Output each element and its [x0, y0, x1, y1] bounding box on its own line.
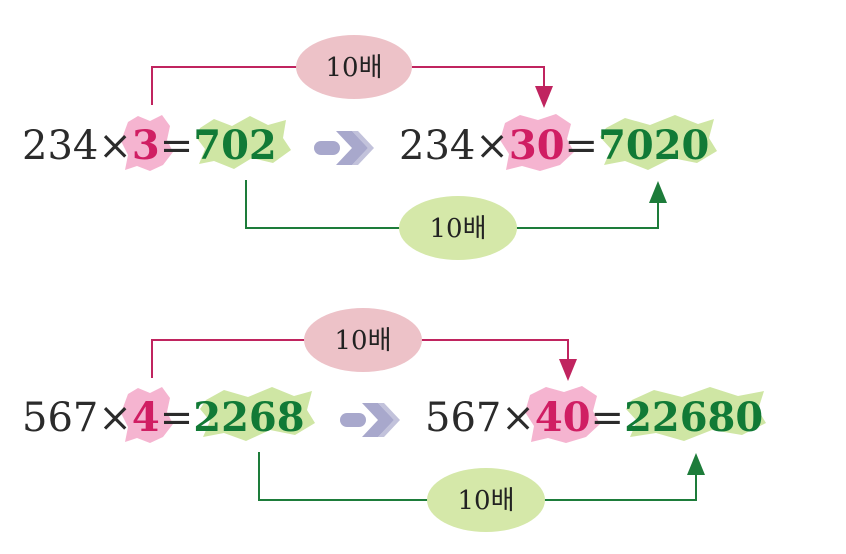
- equals-sign: =: [565, 123, 599, 169]
- implies-arrow-icon: [340, 403, 400, 437]
- multiplier-highlight-blob: [121, 387, 173, 443]
- bottom-label-pill: [427, 468, 545, 532]
- product-highlight-blob: [600, 115, 717, 170]
- top-label: 10배: [334, 326, 391, 356]
- top-arrowhead: [535, 86, 553, 108]
- product-highlight-blob: [626, 387, 766, 441]
- base-number: 234: [22, 123, 98, 169]
- times-sign: ×: [98, 395, 132, 441]
- times-sign: ×: [501, 395, 535, 441]
- base-number: 567: [22, 395, 98, 441]
- base-number: 234: [399, 123, 475, 169]
- multiplier-number: 4: [132, 394, 160, 441]
- equation-text: 234×3=702: [22, 122, 277, 169]
- equation-text: 567×40=22680: [425, 394, 763, 441]
- multiplier-number: 40: [535, 394, 591, 441]
- equation-text: 567×4=2268: [22, 394, 305, 441]
- left-equation: 234×3=702: [22, 115, 291, 171]
- bottom-arrowhead: [687, 453, 705, 475]
- multiplier-highlight-blob: [121, 115, 173, 171]
- product-number: 702: [193, 122, 277, 169]
- base-number: 567: [425, 395, 501, 441]
- equals-sign: =: [160, 395, 194, 441]
- bottom-arrowhead: [649, 181, 667, 203]
- implies-arrow-icon: [314, 131, 374, 165]
- multiplier-number: 30: [509, 122, 565, 169]
- equation-text: 234×30=7020: [399, 122, 709, 169]
- bottom-label: 10배: [457, 486, 514, 516]
- right-equation: 567×40=22680: [425, 386, 766, 443]
- multiplier-highlight-blob: [500, 114, 574, 171]
- example-2: 10배 10배 567×4=2268 567×40=22680: [22, 308, 766, 532]
- equals-sign: =: [591, 395, 625, 441]
- product-number: 2268: [193, 394, 304, 441]
- times-sign: ×: [98, 123, 132, 169]
- example-1: 10배 10배 234×3=702 234×30=7020: [22, 35, 717, 260]
- top-label-pill: [296, 35, 412, 99]
- multiplier-highlight-blob: [525, 386, 600, 443]
- multiplier-number: 3: [132, 122, 160, 169]
- right-equation: 234×30=7020: [399, 114, 717, 171]
- product-highlight-blob: [196, 116, 291, 169]
- left-equation: 567×4=2268: [22, 387, 315, 443]
- product-highlight-blob: [200, 387, 315, 441]
- equals-sign: =: [160, 123, 194, 169]
- product-number: 7020: [598, 122, 709, 169]
- times-sign: ×: [475, 123, 509, 169]
- bottom-label: 10배: [429, 214, 486, 244]
- top-label-pill: [304, 308, 422, 372]
- bottom-label-pill: [399, 196, 517, 260]
- top-arrowhead: [559, 359, 577, 381]
- product-number: 22680: [624, 394, 763, 441]
- top-label: 10배: [325, 53, 382, 83]
